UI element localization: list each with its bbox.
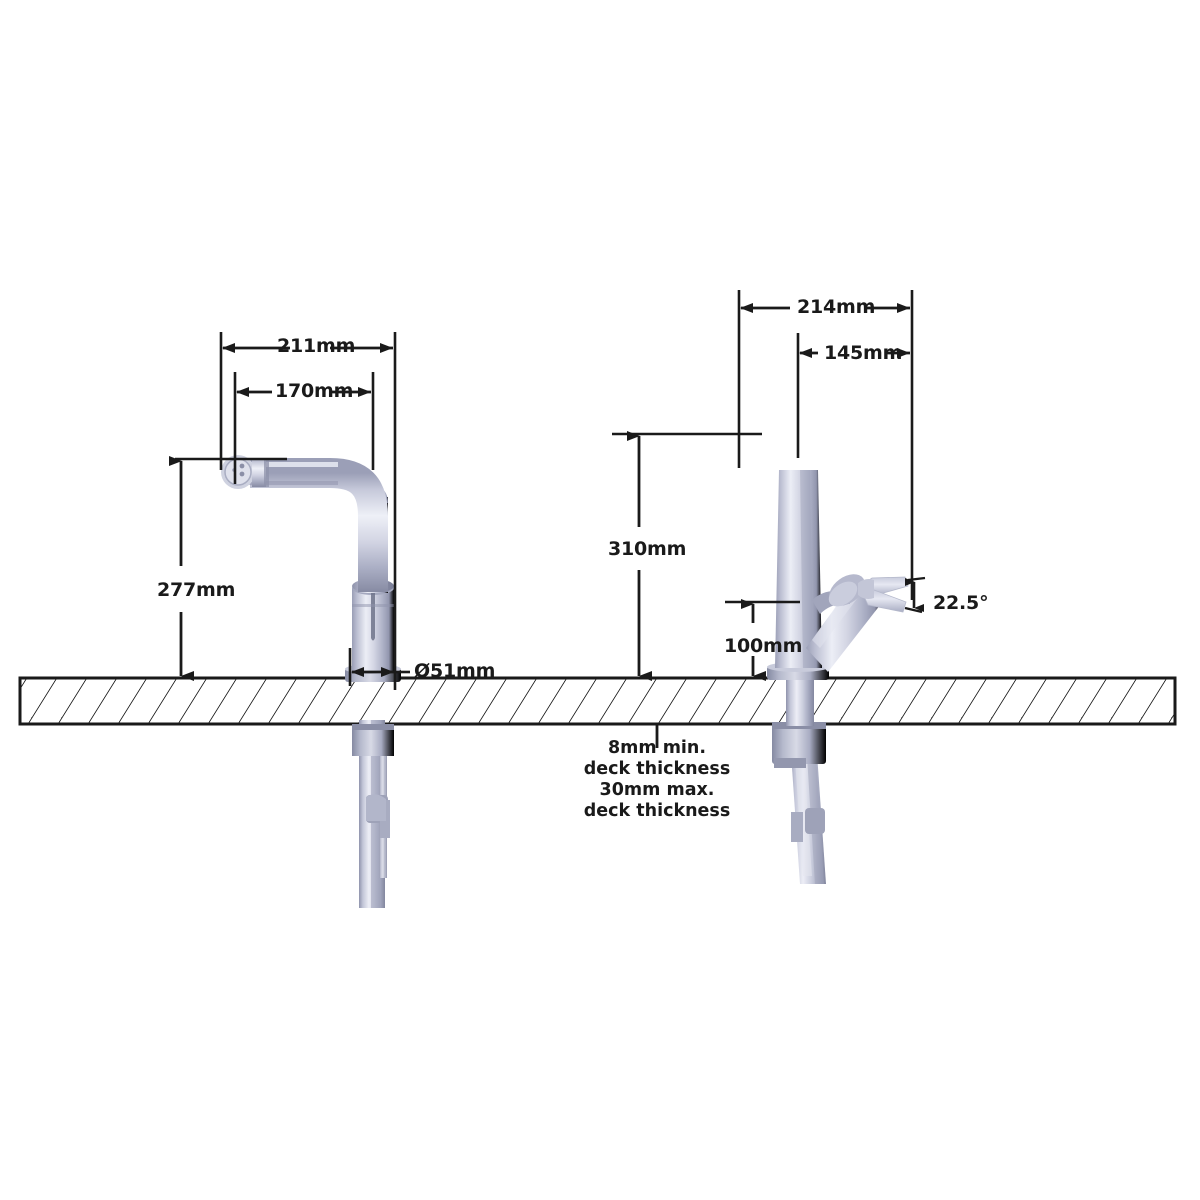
deck-note-line-3: 30mm max. (599, 780, 715, 800)
dim-22-5-deg (904, 576, 926, 614)
left-below-deck-shank (352, 720, 394, 908)
deck-note-line-2: deck thickness (583, 759, 731, 779)
left-faucet-assembly (221, 455, 401, 908)
dim-label-22-5-deg: 22.5° (933, 592, 989, 614)
deck-note-line-1: 8mm min. (607, 738, 707, 758)
deck-note-line-4: deck thickness (583, 801, 731, 821)
dim-label-310mm: 310mm (608, 538, 687, 560)
left-spout-aerator (221, 455, 269, 489)
dim-label-51mm: Ø51mm (414, 660, 496, 682)
dim-label-100mm: 100mm (724, 635, 803, 657)
right-deck-passage (786, 676, 814, 726)
right-lever-handle (858, 576, 909, 613)
right-lever-branch (806, 574, 884, 672)
left-spout (221, 455, 388, 593)
right-body-column (775, 470, 822, 668)
dim-label-211mm: 211mm (277, 335, 356, 357)
dim-label-277mm: 277mm (157, 579, 236, 601)
deck-section (18, 676, 1177, 726)
left-view-dimensions (169, 332, 410, 690)
right-view-dimensions (612, 290, 926, 681)
dim-label-145mm: 145mm (824, 342, 903, 364)
right-below-deck-shank (772, 722, 826, 884)
dim-label-214mm: 214mm (797, 296, 876, 318)
right-faucet-assembly (767, 470, 909, 884)
dim-label-170mm: 170mm (275, 380, 354, 402)
